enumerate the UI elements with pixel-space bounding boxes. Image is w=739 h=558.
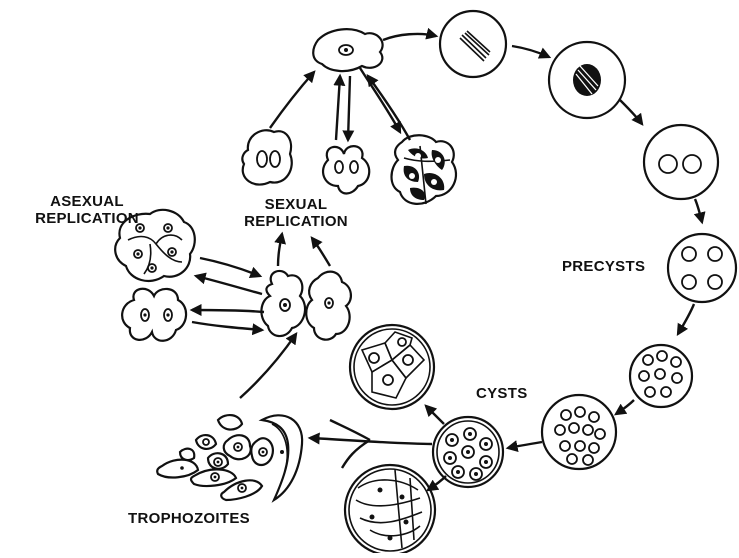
- trophozoite-group: [157, 415, 302, 500]
- cell-spindle: [440, 11, 506, 77]
- sexual-cell-two-nuclei: [242, 130, 291, 184]
- sexual-cell-dividing: [323, 146, 369, 193]
- label-asexual-line1: ASEXUAL: [32, 193, 142, 210]
- mid-trophozoite-left: [261, 271, 305, 336]
- precyst-eight-nuclei: [630, 345, 692, 407]
- precyst-many-nuclei: [542, 395, 616, 469]
- label-cysts: CYSTS: [476, 385, 528, 402]
- top-trophozoite-cell: [313, 29, 382, 71]
- precyst-four-nuclei: [668, 234, 736, 302]
- sexual-cell-dark-cluster: [392, 135, 457, 204]
- label-sexual-line1: SEXUAL: [231, 196, 361, 213]
- asexual-cell-dividing: [122, 289, 186, 341]
- label-asexual-replication: ASEXUAL REPLICATION: [32, 193, 142, 227]
- cell-mitotic-nucleus: [549, 42, 625, 118]
- cell-two-nuclei: [644, 125, 718, 199]
- cyst-segmented-upper: [350, 325, 434, 409]
- label-sexual-replication: SEXUAL REPLICATION: [231, 196, 361, 230]
- cyst-elongated-lower: [345, 465, 435, 553]
- cyst: [433, 417, 503, 487]
- mid-trophozoite-right: [306, 272, 351, 340]
- label-sexual-line2: REPLICATION: [231, 213, 361, 230]
- label-precysts: PRECYSTS: [562, 258, 645, 275]
- label-asexual-line2: REPLICATION: [32, 210, 142, 227]
- label-trophozoites: TROPHOZOITES: [128, 510, 250, 527]
